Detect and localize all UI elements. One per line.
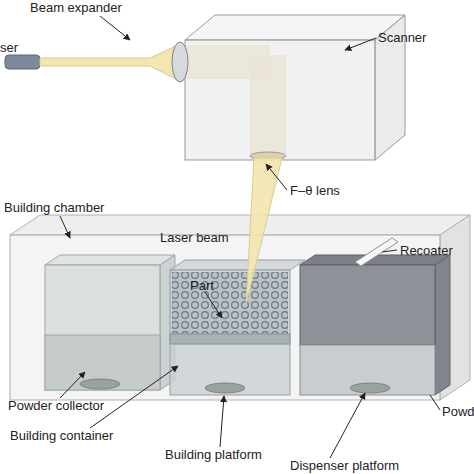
laser-source xyxy=(5,55,40,69)
part-label: Building container xyxy=(10,428,113,443)
recoater-blade xyxy=(355,238,398,266)
part-label: Scanner xyxy=(378,30,426,45)
part-label: F–θ lens xyxy=(290,183,340,198)
expander-lens xyxy=(172,42,188,82)
scanner-box xyxy=(180,15,405,160)
part-label: Dispenser platform xyxy=(290,458,399,473)
building-chamber xyxy=(10,215,470,400)
part-label: Powd xyxy=(442,404,474,419)
powder-dispenser xyxy=(300,238,450,395)
part-label: ser xyxy=(0,40,18,55)
part-label: Building chamber xyxy=(4,200,104,215)
part-label: Recoater xyxy=(400,243,453,258)
part-label: Beam expander xyxy=(30,0,122,15)
powder-collector xyxy=(45,255,175,390)
leader-lines xyxy=(60,16,440,458)
part-label: Laser beam xyxy=(160,230,229,245)
laser-beam xyxy=(246,158,282,305)
part-label: Building platform xyxy=(165,447,262,462)
part-label: Powder collector xyxy=(8,398,104,413)
building-container xyxy=(170,260,305,395)
part-label: Part xyxy=(190,278,214,293)
lattice-part xyxy=(172,272,288,334)
beam xyxy=(40,45,178,80)
